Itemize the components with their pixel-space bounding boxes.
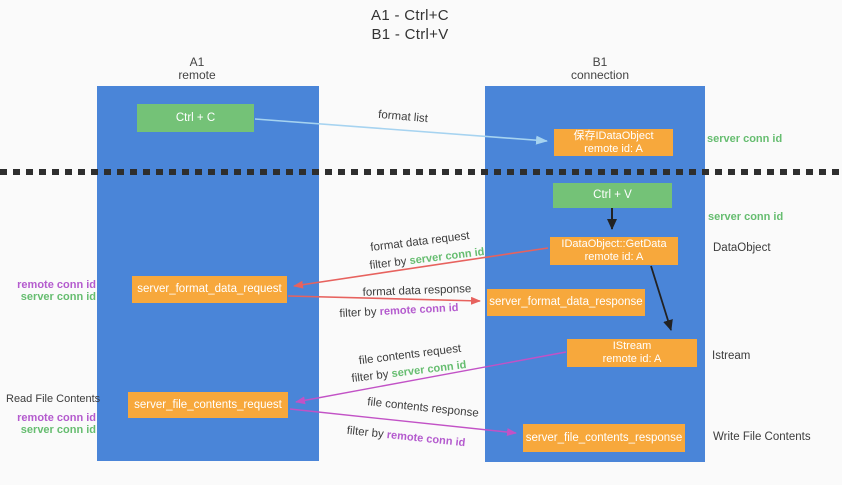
left-conn-id-block-2: remote conn id server conn id	[6, 412, 96, 436]
file-contents-request-arrow	[295, 351, 567, 405]
server-format-data-response-box: server_format_data_response	[487, 289, 645, 316]
save-idataobject-line2: remote id: A	[584, 142, 643, 155]
getdata-box: IDataObject::GetData remote id: A	[550, 237, 678, 265]
column-a-subtitle: remote	[178, 68, 216, 82]
save-idataobject-line1: 保存IDataObject	[573, 129, 654, 142]
save-idataobject-box: 保存IDataObject remote id: A	[554, 129, 673, 156]
getdata-line1: IDataObject::GetData	[561, 238, 667, 250]
server-format-data-request-box: server_format_data_request	[132, 276, 287, 303]
ctrl-c-label: Ctrl + C	[175, 111, 216, 124]
format-list-arrow	[254, 118, 548, 145]
istream-line2: remote id: A	[602, 353, 662, 365]
istream-box: IStream remote id: A	[567, 339, 697, 367]
server-file-contents-response-label: server_file_contents_response	[525, 431, 683, 444]
file-contents-response-arrow	[289, 408, 517, 437]
server-conn-id-label-top: server conn id	[707, 133, 783, 145]
dataobject-label: DataObject	[713, 242, 771, 254]
server-file-contents-request-label: server_file_contents_request	[134, 398, 282, 411]
server-format-data-request-label: server_format_data_request	[137, 283, 282, 295]
remote-conn-id-label-2: remote conn id	[17, 412, 96, 424]
column-a-header: A1 remote	[147, 56, 247, 82]
format-data-response-arrow	[287, 295, 481, 305]
ctrl-v-box: Ctrl + V	[553, 183, 672, 208]
server-conn-id-label-left-2: server conn id	[20, 424, 96, 436]
istream-line1: IStream	[612, 340, 652, 352]
left-conn-id-block-1: remote conn id server conn id	[6, 279, 96, 303]
server-file-contents-request-box: server_file_contents_request	[128, 392, 288, 418]
title-line-2: B1 - Ctrl+V	[371, 26, 449, 43]
filter-by-text-2: filter by	[339, 306, 377, 321]
getdata-line2: remote id: A	[584, 251, 644, 263]
column-a-name: A1	[189, 55, 205, 69]
write-file-contents-label: Write File Contents	[713, 431, 811, 443]
format-data-request-arrow	[293, 247, 549, 289]
server-conn-id-label-mid: server conn id	[708, 211, 784, 223]
ctrl-v-label: Ctrl + V	[593, 189, 632, 201]
phase-divider-line	[0, 169, 842, 175]
server-conn-id-label-left-1: server conn id	[20, 291, 96, 303]
diagram-title: A1 - Ctrl+C B1 - Ctrl+V	[0, 6, 820, 44]
remote-conn-id-label-1: remote conn id	[17, 279, 96, 291]
column-b-name: B1	[592, 55, 608, 69]
server-file-contents-response-box: server_file_contents_response	[523, 424, 685, 452]
column-b-subtitle: connection	[570, 68, 630, 82]
istream-side-label: Istream	[712, 350, 751, 362]
getdata-to-istream-arrow	[650, 265, 673, 331]
column-b-header: B1 connection	[550, 56, 650, 82]
read-file-contents-label: Read File Contents	[6, 393, 101, 405]
title-line-1: A1 - Ctrl+C	[371, 7, 449, 24]
server-format-data-response-label: server_format_data_response	[489, 296, 643, 308]
ctrl-c-box: Ctrl + C	[137, 104, 254, 132]
